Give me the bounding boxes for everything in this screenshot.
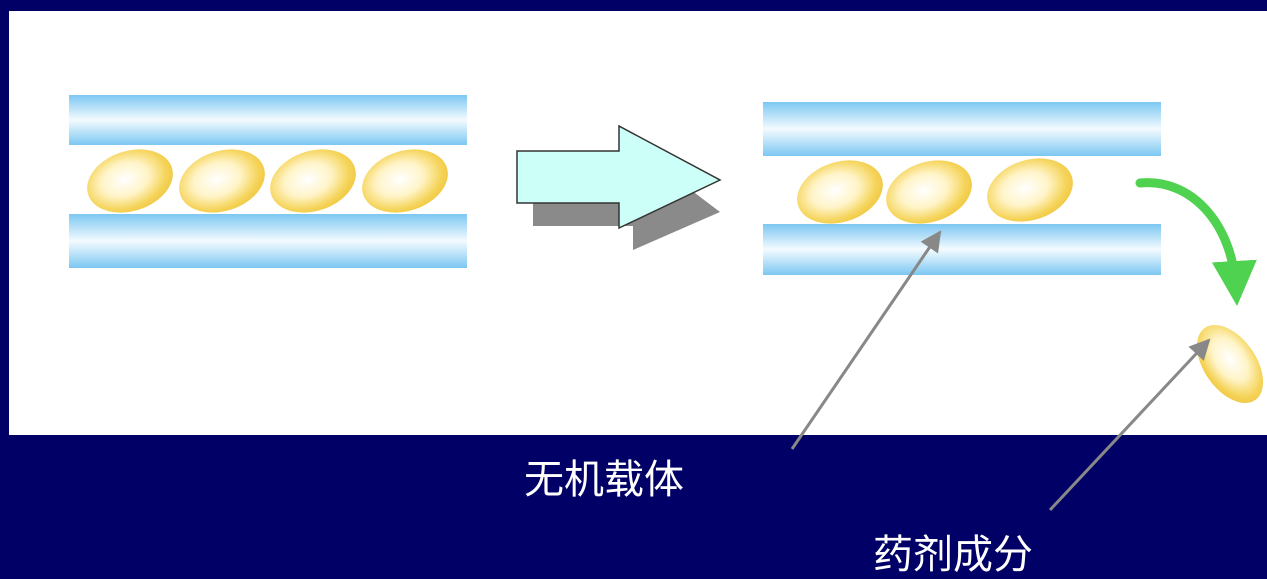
drug-particle <box>87 149 173 213</box>
drug-particle <box>797 160 883 224</box>
drug-particle <box>886 160 972 224</box>
bottom-layer <box>69 214 467 268</box>
drug-particle <box>362 149 448 213</box>
drug-particle <box>179 149 265 213</box>
right-arrow-icon <box>516 124 722 250</box>
top-layer <box>69 95 467 145</box>
drug-pointer-line <box>1048 338 1211 512</box>
top-layer <box>763 102 1161 156</box>
bottom-layer <box>763 224 1161 275</box>
released-drug-particle <box>1196 324 1264 404</box>
carrier-pointer-line <box>790 230 942 450</box>
before-structure <box>69 95 467 268</box>
carrier-label: 无机载体 <box>524 457 684 503</box>
drug-label: 药剂成分 <box>873 532 1033 578</box>
drug-particle <box>270 149 356 213</box>
drug-particle <box>987 158 1073 222</box>
curved-arrow-icon <box>1135 178 1257 306</box>
after-structure <box>763 102 1161 275</box>
